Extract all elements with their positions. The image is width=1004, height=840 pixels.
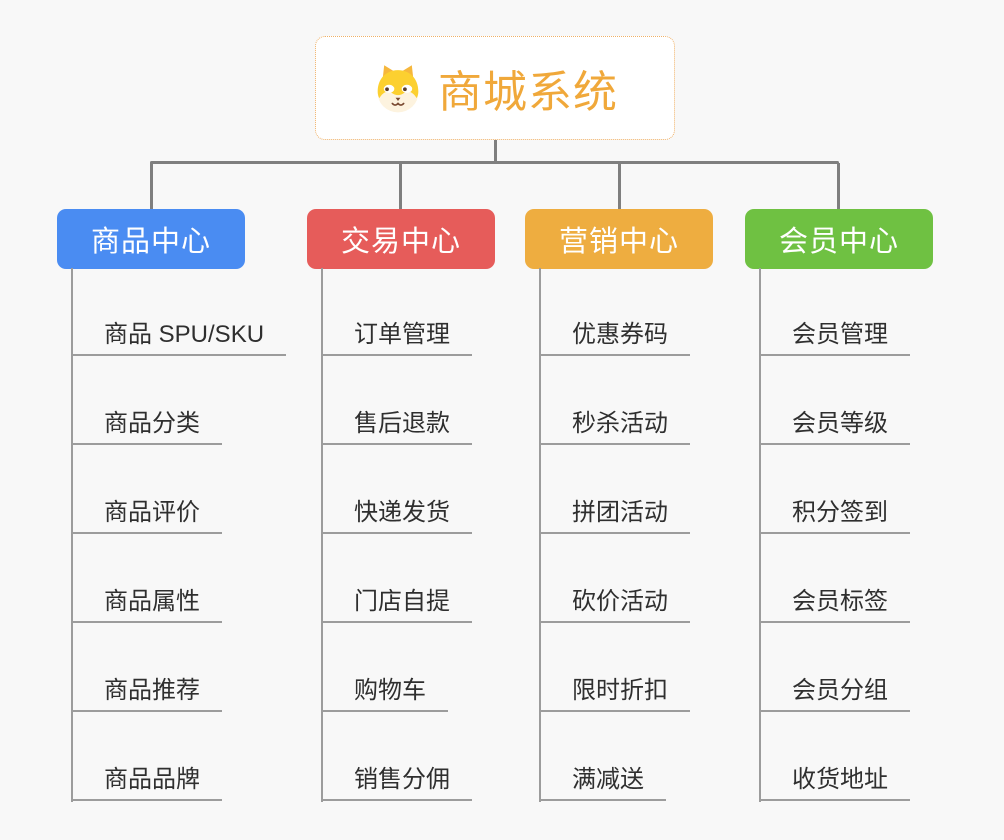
leaf-item[interactable]: 购物车 [321,674,448,712]
leaf-item[interactable]: 砍价活动 [539,585,690,623]
leaf-item[interactable]: 优惠券码 [539,318,690,356]
leaf-item[interactable]: 商品 SPU/SKU [71,318,287,356]
leaf-item[interactable]: 收货地址 [759,763,910,801]
connector-line [759,268,761,802]
leaf-item[interactable]: 销售分佣 [321,763,472,801]
leaf-item[interactable]: 快递发货 [321,496,472,534]
root-node[interactable]: 商城系统 [315,36,675,140]
leaf-item[interactable]: 售后退款 [321,407,472,445]
leaf-item[interactable]: 商品分类 [71,407,222,445]
leaf-item[interactable]: 商品品牌 [71,763,222,801]
branch-children-trade: 订单管理 售后退款 快递发货 门店自提 购物车 销售分佣 [321,268,611,808]
dog-face-icon [377,65,419,113]
connector-drop [837,163,840,210]
leaf-item[interactable]: 限时折扣 [539,674,690,712]
branch-children-marketing: 优惠券码 秒杀活动 拼团活动 砍价活动 限时折扣 满减送 [539,268,829,808]
connector-drop [399,163,402,210]
connector-root-stub [494,140,497,163]
connector-drop [150,163,153,210]
leaf-item[interactable]: 门店自提 [321,585,472,623]
leaf-item[interactable]: 订单管理 [321,318,472,356]
branch-node-product-center[interactable]: 商品中心 [57,209,245,269]
connector-line [321,268,323,802]
connector-horizontal-bar [150,161,839,164]
leaf-item[interactable]: 秒杀活动 [539,407,690,445]
root-title: 商城系统 [438,68,618,117]
leaf-item[interactable]: 会员管理 [759,318,910,356]
branch-node-member-center[interactable]: 会员中心 [745,209,933,269]
leaf-item[interactable]: 满减送 [539,763,666,801]
leaf-item[interactable]: 商品评价 [71,496,222,534]
connector-line [539,268,541,802]
branch-node-trade-center[interactable]: 交易中心 [307,209,495,269]
branch-children-product: 商品 SPU/SKU 商品分类 商品评价 商品属性 商品推荐 商品品牌 [71,268,361,808]
leaf-item[interactable]: 会员等级 [759,407,910,445]
leaf-item[interactable]: 拼团活动 [539,496,690,534]
connector-line [71,268,73,802]
branch-node-marketing-center[interactable]: 营销中心 [525,209,713,269]
leaf-item[interactable]: 商品推荐 [71,674,222,712]
leaf-item[interactable]: 会员分组 [759,674,910,712]
leaf-item[interactable]: 商品属性 [71,585,222,623]
connector-drop [618,163,621,210]
leaf-item[interactable]: 积分签到 [759,496,910,534]
branch-children-member: 会员管理 会员等级 积分签到 会员标签 会员分组 收货地址 [759,268,1004,808]
leaf-item[interactable]: 会员标签 [759,585,910,623]
